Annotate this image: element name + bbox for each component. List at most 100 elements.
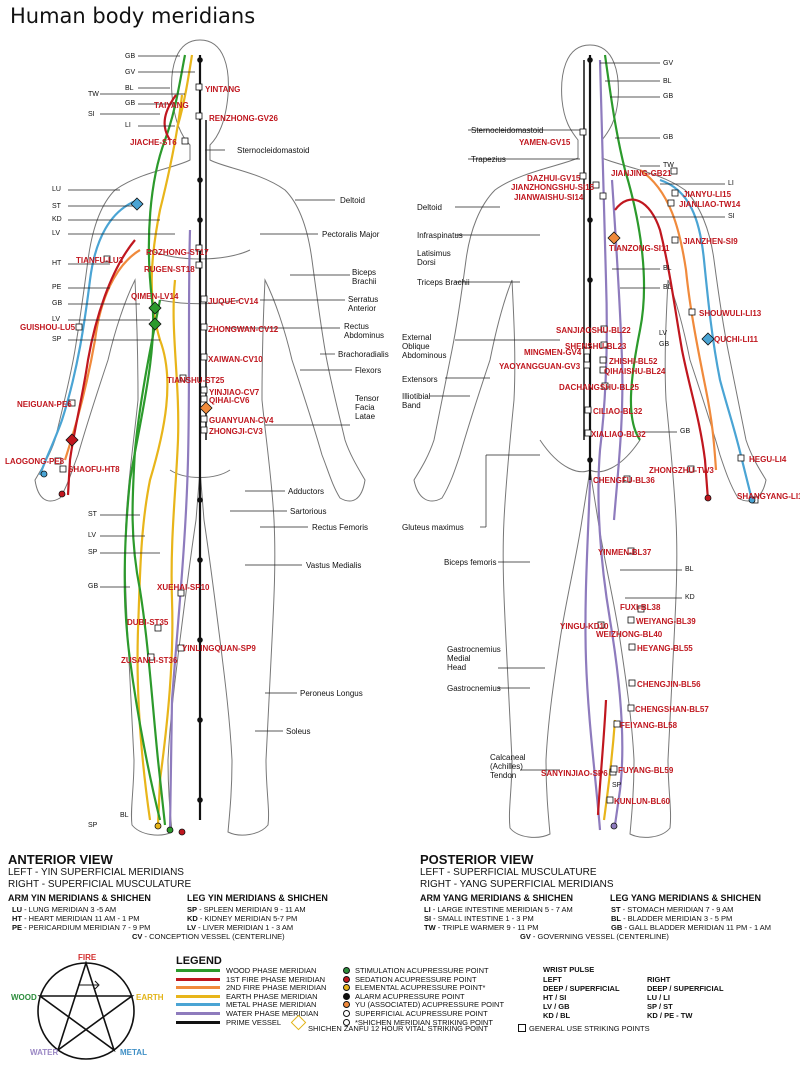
meridian-abbr-label: LV (88, 532, 97, 539)
muscle-label: Tensor Facia Latae (355, 394, 380, 421)
acupoint-label: YINTANG (205, 85, 241, 94)
meridian-abbr-label: KD (52, 216, 62, 223)
meridian-abbr-label: GB (663, 134, 674, 141)
wrist-cell: KD / BL (543, 1011, 571, 1020)
acupoint-label: JIACHE-ST6 (130, 138, 177, 147)
point-marker-icon (343, 967, 350, 974)
posterior-leg-1: BL - BLADDER MERIDIAN 3 - 5 PM (611, 914, 733, 923)
legend-point-label: YU (ASSOCIATED) ACUPRESSURE POINT (355, 1000, 505, 1010)
acupoint-label: HEGU-LI4 (749, 455, 787, 464)
meridian-abbr-label: LV (52, 230, 61, 237)
point-marker-icon (343, 1010, 350, 1017)
posterior-arm-1: SI - SMALL INTESTINE 1 - 3 PM (424, 914, 534, 923)
muscle-label: Gastrocnemius Medial Head (447, 645, 501, 672)
muscle-label: Gastrocnemius (447, 684, 501, 693)
acupoint-label: TIANSHU-ST25 (167, 376, 225, 385)
acupoint-label: JIANYU-LI15 (683, 190, 732, 199)
wrist-cell: LU / LI (647, 993, 670, 1002)
anterior-leg-2: LV - LIVER MERIDIAN 1 - 3 AM (187, 923, 294, 932)
posterior-sub1: LEFT - SUPERFICIAL MUSCULATURE (420, 867, 597, 878)
posterior-kd-leg (596, 699, 608, 816)
page-title: Human body meridians (10, 4, 256, 28)
muscle-label: Adductors (288, 487, 325, 496)
posterior-leg-2: GB - GALL BLADDER MERIDIAN 11 PM - 1 AM (611, 923, 772, 932)
muscle-label: Sternocleidomastoid (237, 146, 310, 155)
anterior-lu-line (38, 198, 139, 476)
acupoint-label: QUCHI-LI11 (714, 335, 759, 344)
wrist-left: LEFT (543, 975, 562, 984)
acupoint-label: ROZHONG-ST17 (146, 248, 209, 257)
legend-point-label: STIMULATION ACUPRESSURE POINT (355, 966, 489, 975)
muscle-label: Trapezius (471, 155, 506, 164)
acupoint-label: KUNLUN-BL60 (614, 797, 670, 806)
meridian-abbr-label: BL (120, 812, 129, 819)
acupoint-label: SANYINJIAO-SP6 (541, 769, 608, 778)
muscle-label: Triceps Brachii (417, 278, 470, 287)
wrist-cell: DEEP / SUPERFICIAL (543, 984, 620, 993)
posterior-tw-line (639, 169, 718, 471)
muscle-label: Deltoid (417, 203, 442, 212)
anterior-leg-title: LEG YIN MERIDIANS & SHICHEN (187, 893, 328, 903)
acupoint-label: DAZHUI-GV15 (527, 174, 581, 183)
acupoint-label: CHENGSHAN-BL57 (635, 705, 709, 714)
point-marker-icon (343, 1018, 350, 1026)
posterior-gb-line (603, 54, 646, 441)
acupoint-label: JUQUE-CV14 (208, 297, 259, 306)
acupoint-label: MINGMEN-GV4 (524, 348, 582, 357)
anterior-head-lines (176, 54, 194, 126)
legend-line-label: 1ST FIRE PHASE MERIDIAN (226, 974, 326, 984)
muscle-label: Flexors (355, 366, 382, 375)
acupoint-label: SHANGYANG-LI1 (737, 492, 800, 501)
muscle-label: Soleus (286, 727, 311, 736)
meridian-abbr-label: BL (663, 265, 672, 272)
acupoint-label: DUBI-ST35 (127, 618, 169, 627)
acupoint-label: ZHISHI-BL52 (609, 357, 658, 366)
meridian-abbr-label: ST (88, 511, 97, 518)
meridian-abbr-label: GB (663, 93, 674, 100)
anterior-arm-2: PE - PERICARDIUM MERIDIAN 7 - 9 PM (12, 923, 151, 932)
acupoint-label: XAIWAN-CV10 (208, 355, 263, 364)
element-fire: FIRE (78, 953, 97, 962)
meridian-abbr-label: TW (663, 162, 674, 169)
acupoint-label: JIANWAISHU-SI14 (514, 193, 584, 202)
acupoint-markers (40, 57, 759, 836)
meridian-abbr-label: SP (88, 549, 98, 556)
legend-swatch (176, 1003, 220, 1007)
legend-point-label: *SHICHEN MERIDIAN STRIKING POINT (355, 1017, 493, 1027)
acupoint-label: FEIYANG-BL58 (620, 721, 678, 730)
element-earth: EARTH (136, 993, 164, 1002)
acupoint-label: ZHONGJI-CV3 (209, 427, 263, 436)
legend-line-label: METAL PHASE MERIDIAN (226, 1000, 317, 1010)
meridian-abbr-label: TW (88, 91, 99, 98)
acupoint-label: WEIYANG-BL39 (636, 617, 696, 626)
meridian-abbr-label: SI (88, 111, 95, 118)
acupoint-label: FUYANG-BL59 (618, 766, 674, 775)
wrist-cell: HT / SI (543, 993, 567, 1002)
legend-swatch (176, 994, 220, 998)
square-icon (518, 1024, 526, 1032)
element-metal: METAL (120, 1048, 147, 1057)
meridian-abbr-label: PE (52, 284, 62, 291)
acupoint-label: TAIYANG (154, 101, 189, 110)
muscle-label: Deltoid (340, 196, 365, 205)
acupoint-label: RENZHONG-GV26 (209, 114, 278, 123)
meridian-abbr-label: LU (52, 186, 61, 193)
meridian-abbr-label: LV (52, 316, 61, 323)
acupoint-label: YINLINGQUAN-SP9 (182, 644, 256, 653)
legend-line-label: 2ND FIRE PHASE MERIDIAN (226, 983, 327, 993)
acupoint-label: CILIAO-BL32 (593, 407, 643, 416)
anterior-heading: ANTERIOR VIEW (8, 852, 113, 867)
muscle-label: Biceps Brachii (352, 268, 377, 286)
muscle-label: Latisimus Dorsi (417, 249, 451, 267)
meridian-abbr-label: GB (88, 583, 99, 590)
acupoint-label: YAMEN-GV15 (519, 138, 571, 147)
element-water: WATER (30, 1048, 59, 1057)
acupoint-label: HEYANG-BL55 (637, 644, 693, 653)
element-wood: WOOD (11, 993, 37, 1002)
acupoint-label: NEIGUAN-PE6 (17, 400, 72, 409)
meridian-abbr-label: SP (52, 336, 62, 343)
muscle-label: Rectus Femoris (312, 523, 369, 532)
posterior-li-line (659, 178, 754, 501)
anterior-ht-line (66, 239, 136, 496)
wrist-cell: LV / GB (543, 1002, 570, 1011)
